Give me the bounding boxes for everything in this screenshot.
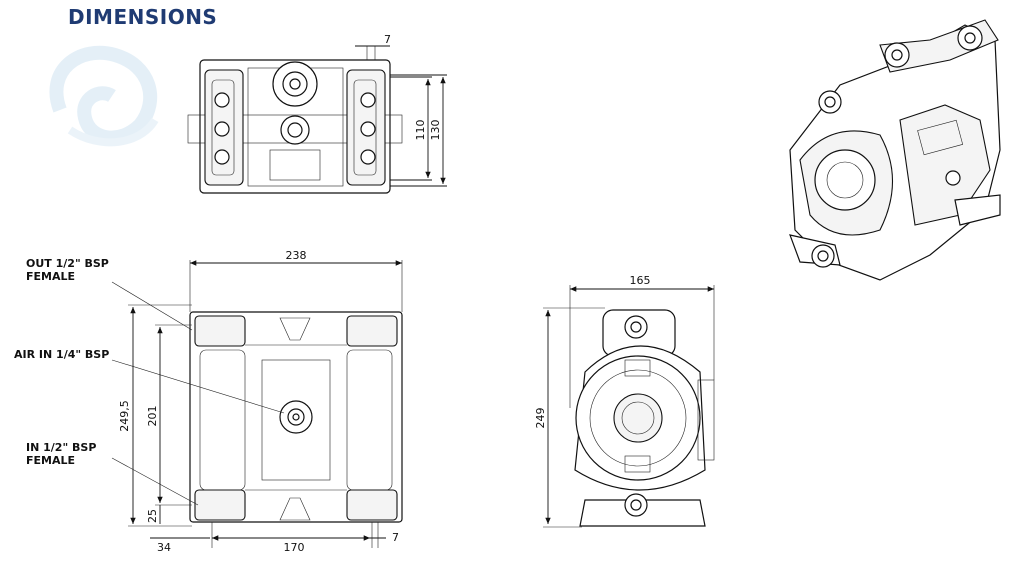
dim-top-130: 130 (429, 120, 442, 141)
callout-out-line2: FEMALE (26, 270, 76, 283)
callout-out-line1: OUT 1/2" BSP (26, 257, 109, 270)
dim-side-height: 249 (534, 408, 547, 429)
dim-front-left-offset: 34 (157, 541, 171, 554)
dim-front-base: 25 (146, 509, 159, 523)
callout-in-line1: IN 1/2" BSP (26, 441, 97, 454)
dim-top-gap: 7 (384, 33, 391, 46)
front-view (111, 260, 403, 548)
dim-front-port-height: 201 (146, 406, 159, 427)
isometric-pump-view (789, 19, 1001, 281)
dim-front-width: 238 (286, 249, 307, 262)
swirl-logo-watermark (49, 45, 159, 147)
callout-air-line: AIR IN 1/4" BSP (14, 348, 110, 361)
dim-top-110: 110 (414, 120, 427, 141)
page-title: DIMENSIONS (68, 5, 218, 29)
callout-air-port: AIR IN 1/4" BSP (14, 348, 109, 361)
dim-front-port-spacing: 170 (284, 541, 305, 554)
dim-side-width: 165 (630, 274, 651, 287)
top-view (187, 45, 447, 194)
callout-in-port: IN 1/2" BSP FEMALE (26, 441, 96, 467)
side-view (543, 285, 715, 528)
dim-front-total-height: 249,5 (118, 400, 131, 432)
callout-out-port: OUT 1/2" BSP FEMALE (26, 257, 109, 283)
dim-front-gap: 7 (392, 531, 399, 544)
callout-in-line2: FEMALE (26, 454, 76, 467)
